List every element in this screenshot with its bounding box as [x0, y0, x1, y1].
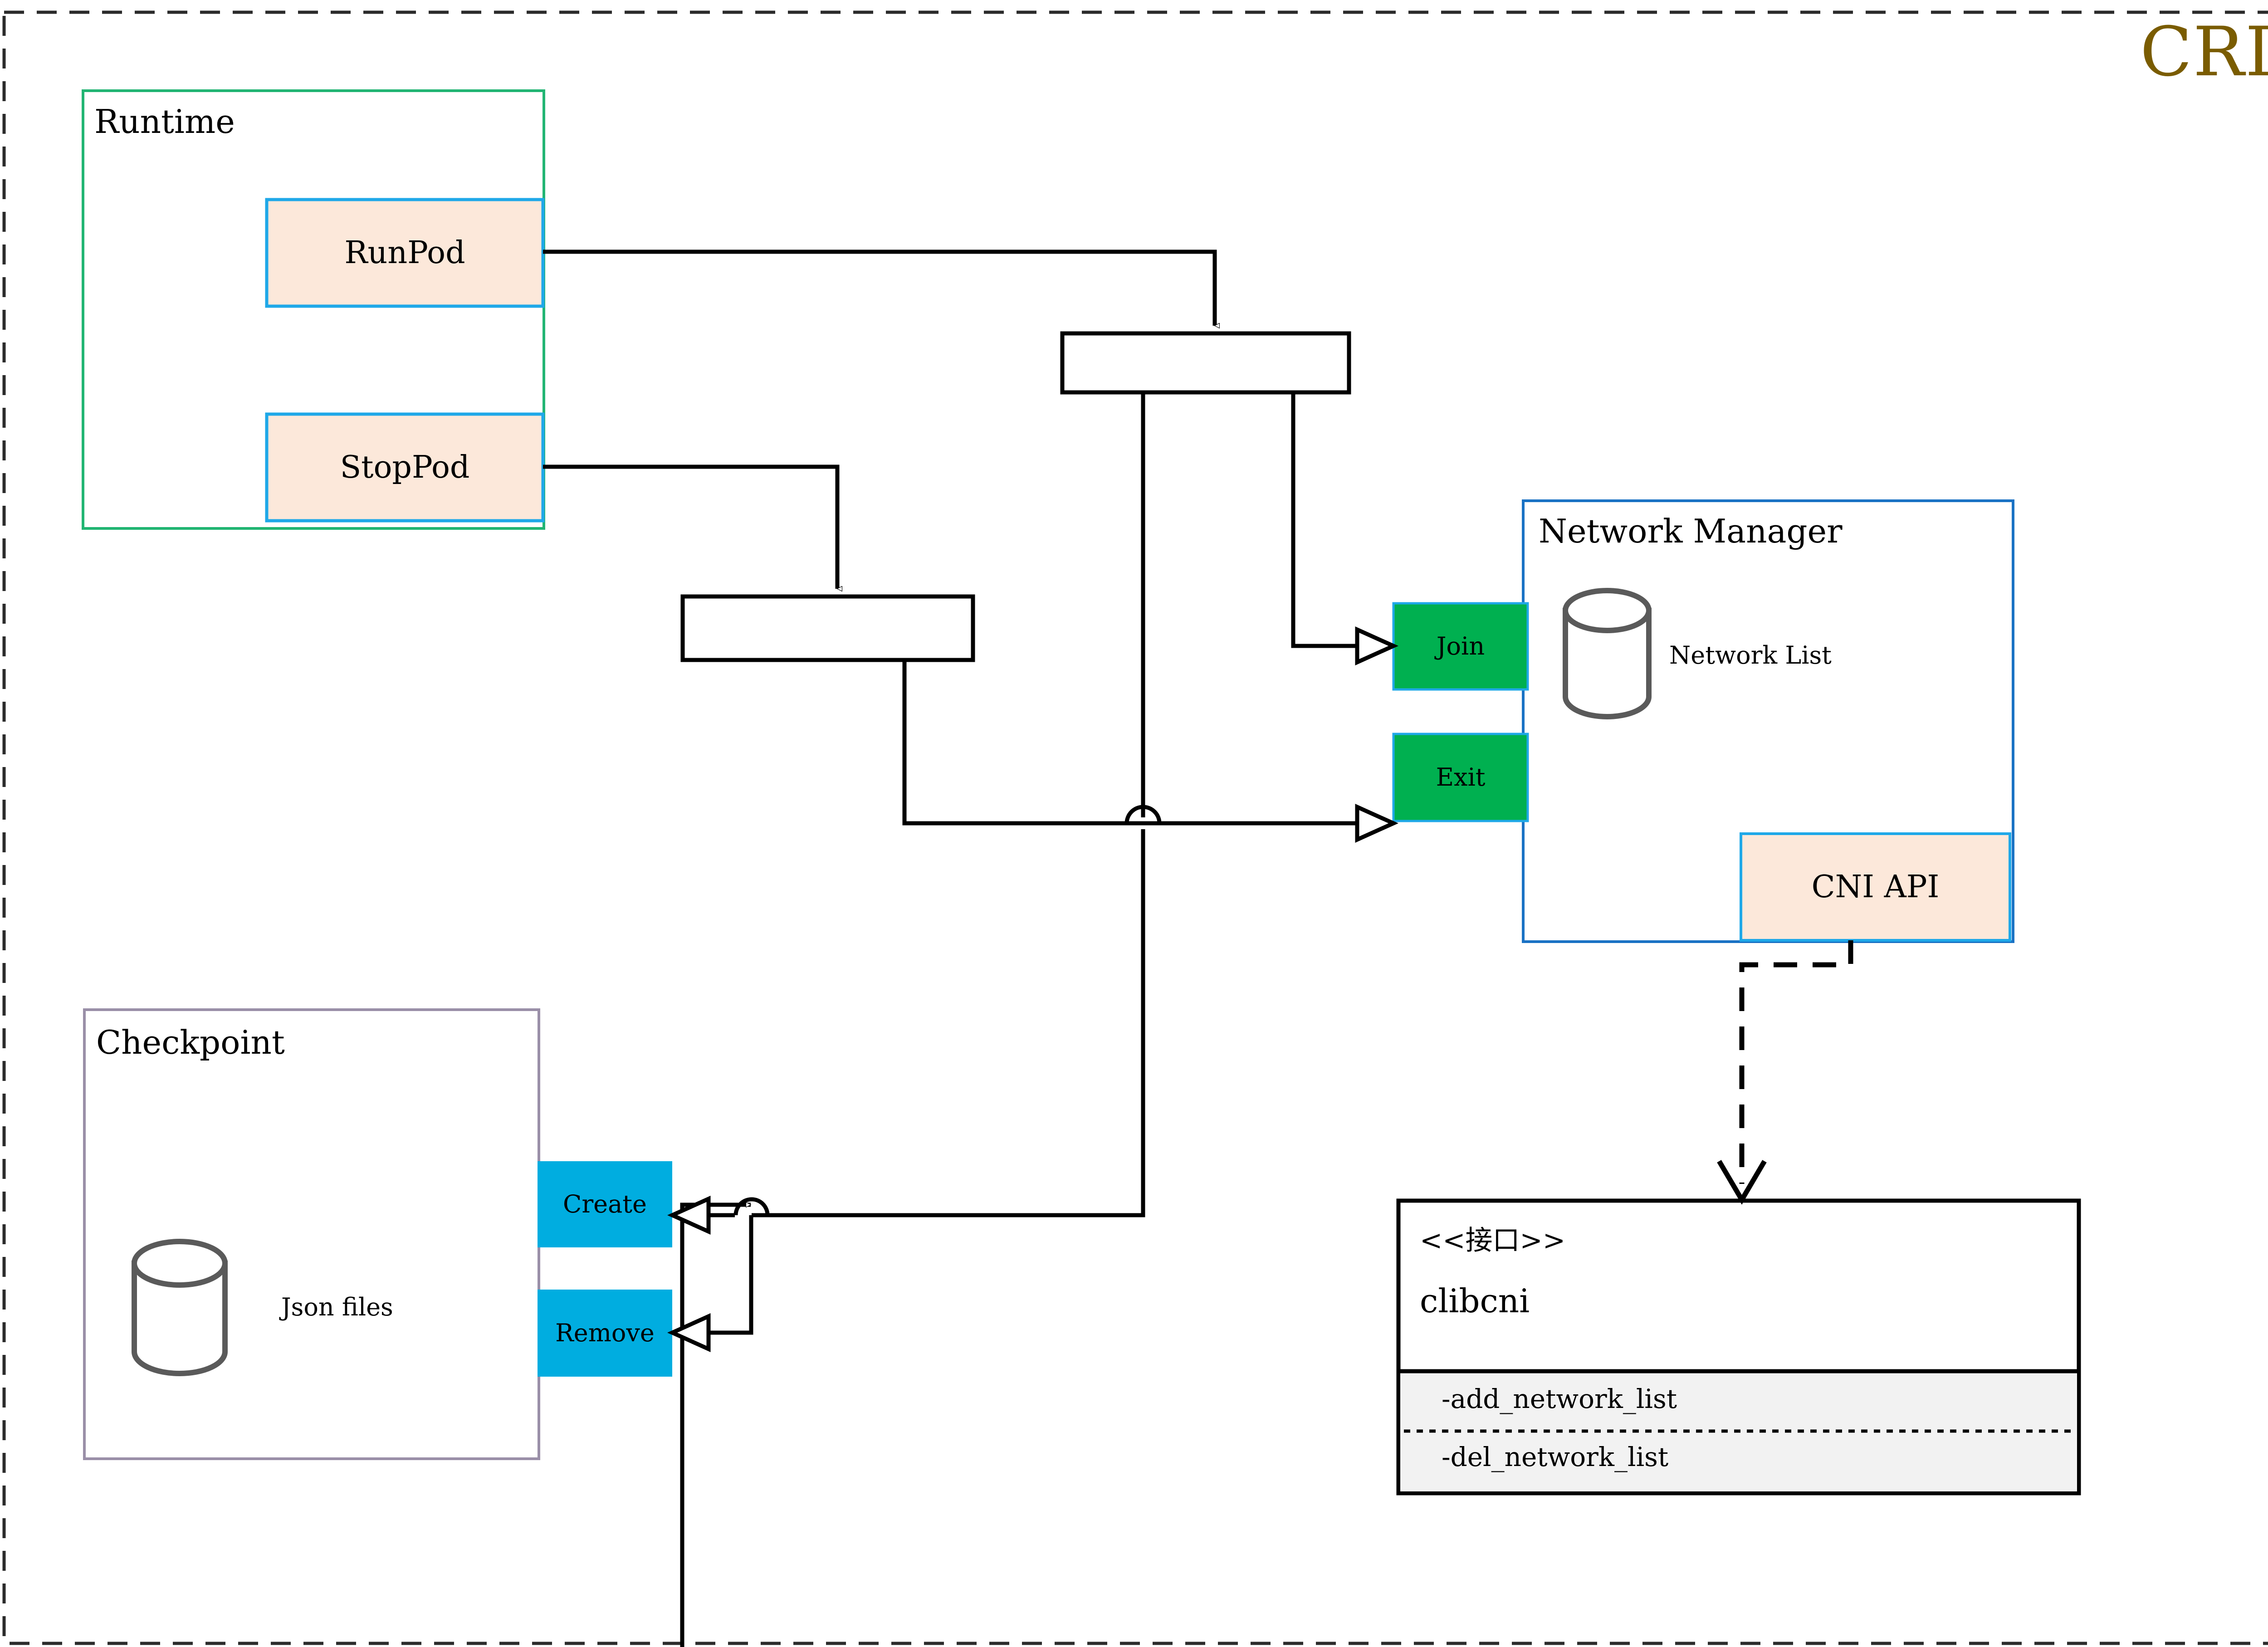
- network-manager-group-title: Network Manager: [1539, 512, 1843, 550]
- cni-api-label[interactable]: CNI API: [1811, 869, 1940, 905]
- connector-runpod-to-fork: [543, 249, 1215, 326]
- json-files-cylinder-icon: [132, 1239, 228, 1376]
- create-arrowhead: [667, 1196, 711, 1235]
- stoppod-label[interactable]: StopPod: [340, 449, 470, 485]
- clibcni-name: clibcni: [1420, 1282, 1530, 1320]
- connector-to-remove: [708, 1215, 753, 1335]
- connector-cniapi-to-clibcni-dashed: [1739, 940, 1853, 1184]
- checkpoint-group-box: [83, 1008, 540, 1460]
- connector-fork-bottom-left-leg: [680, 1205, 751, 1647]
- runpod-label[interactable]: RunPod: [344, 235, 465, 271]
- checkpoint-group-title: Checkpoint: [96, 1023, 285, 1061]
- connector-fork-bottom-right-leg: [902, 660, 1383, 823]
- join-label[interactable]: Join: [1436, 632, 1485, 660]
- network-list-cylinder-icon: [1563, 588, 1652, 719]
- create-box: [538, 1161, 672, 1247]
- join-box: [1392, 602, 1529, 691]
- exit-label[interactable]: Exit: [1436, 763, 1486, 792]
- remove-label[interactable]: Remove: [555, 1319, 655, 1347]
- join-arrowhead: [1355, 626, 1398, 665]
- remove-arrowhead: [667, 1313, 711, 1352]
- exit-box: [1392, 733, 1529, 822]
- clibcni-method-del: -del_network_list: [1442, 1442, 1669, 1472]
- clibcni-stereotype: <<接口>>: [1420, 1225, 1566, 1256]
- create-label[interactable]: Create: [563, 1190, 647, 1218]
- runpod-box: [265, 198, 545, 308]
- exit-arrowhead: [1355, 804, 1398, 843]
- line-hop-exit-crossing: [1124, 805, 1162, 824]
- json-files-label: Json files: [281, 1293, 393, 1321]
- connector-fork-top-right-leg: [1291, 392, 1383, 646]
- clibcni-dependency-arrowhead: [1717, 1160, 1767, 1205]
- runpod-fork-bar: [1060, 331, 1351, 395]
- clibcni-method-add: -add_network_list: [1442, 1383, 1677, 1414]
- runtime-group-title: Runtime: [94, 103, 235, 141]
- connector-stoppod-to-fork: [543, 464, 837, 589]
- network-list-label: Network List: [1669, 641, 1832, 670]
- connector-fork-top-left-leg-lower: [752, 829, 1145, 1217]
- outer-dashed-frame: [2, 10, 2268, 1645]
- line-hop-create-crossing: [733, 1197, 770, 1216]
- cni-api-box: [1740, 832, 2011, 942]
- stoppod-fork-bar: [680, 594, 975, 662]
- page-title: CRI: [2140, 13, 2268, 92]
- remove-box: [538, 1290, 672, 1377]
